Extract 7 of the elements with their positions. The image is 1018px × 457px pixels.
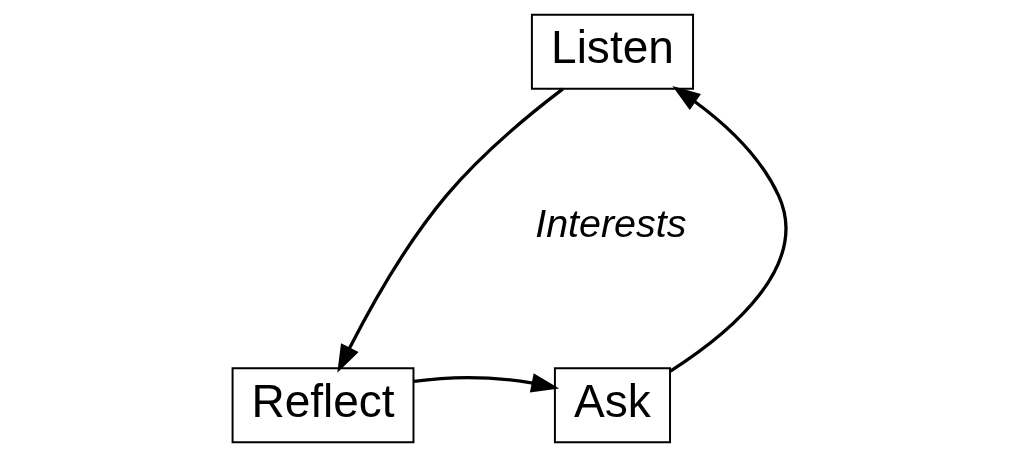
- arrow: [336, 87, 564, 373]
- node-box: Listen: [530, 13, 694, 90]
- node-box: Reflect: [231, 367, 414, 444]
- arrow: [413, 373, 559, 393]
- label: Interests: [534, 201, 686, 246]
- arrow: [669, 86, 788, 373]
- node-box: Ask: [553, 367, 671, 444]
